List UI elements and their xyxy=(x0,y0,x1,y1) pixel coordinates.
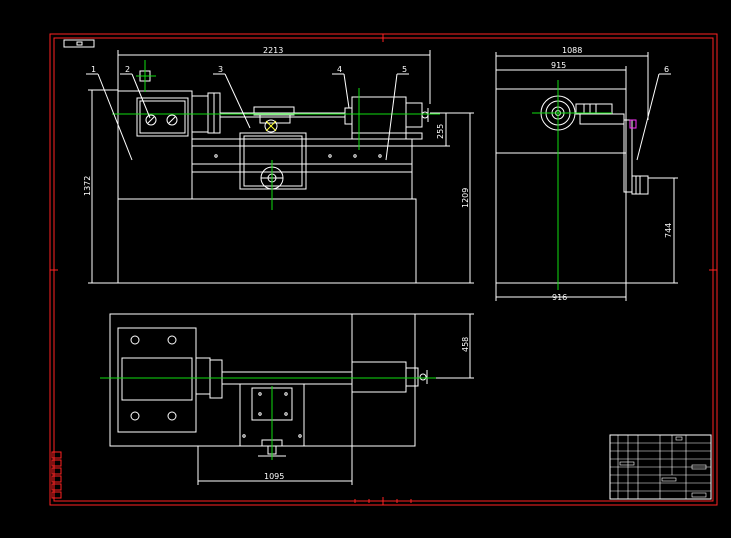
dim-tailstock-height: 744 xyxy=(664,223,673,238)
part-label-6: 6 xyxy=(664,65,669,74)
part-label-4: 4 xyxy=(337,65,342,74)
side-view-dimensions: 1088 915 916 744 xyxy=(495,46,678,302)
drawing-frame xyxy=(49,33,718,506)
part-label-3: 3 xyxy=(218,65,223,74)
plan-view-dimensions: 458 1095 xyxy=(197,313,474,485)
binding-margin-marks xyxy=(51,451,62,499)
side-view xyxy=(495,80,649,290)
dim-total-height: 1372 xyxy=(83,176,92,196)
drawing-number-box xyxy=(63,39,95,48)
dim-side-base-width: 916 xyxy=(552,293,567,302)
dim-side-inner-width: 915 xyxy=(551,61,566,70)
dim-overall-length: 2213 xyxy=(263,46,283,55)
dim-side-top-width: 1088 xyxy=(562,46,582,55)
dim-bed-height: 1209 xyxy=(461,188,470,208)
front-base-cabinet xyxy=(117,198,417,284)
plan-view xyxy=(100,313,436,460)
part-label-1: 1 xyxy=(91,65,96,74)
dim-center-step: 255 xyxy=(436,124,445,139)
front-view-dimensions: 2213 1372 1209 255 xyxy=(83,46,474,284)
title-block xyxy=(609,434,712,500)
dim-plan-depth: 458 xyxy=(461,337,470,352)
dim-carriage-travel: 1095 xyxy=(264,472,284,481)
part-label-2: 2 xyxy=(125,65,130,74)
part-label-5: 5 xyxy=(402,65,407,74)
front-view xyxy=(112,60,440,284)
side-handwheel xyxy=(623,119,633,193)
bottom-scale-marks xyxy=(354,499,412,503)
control-panel xyxy=(136,97,189,137)
side-base xyxy=(495,152,627,284)
